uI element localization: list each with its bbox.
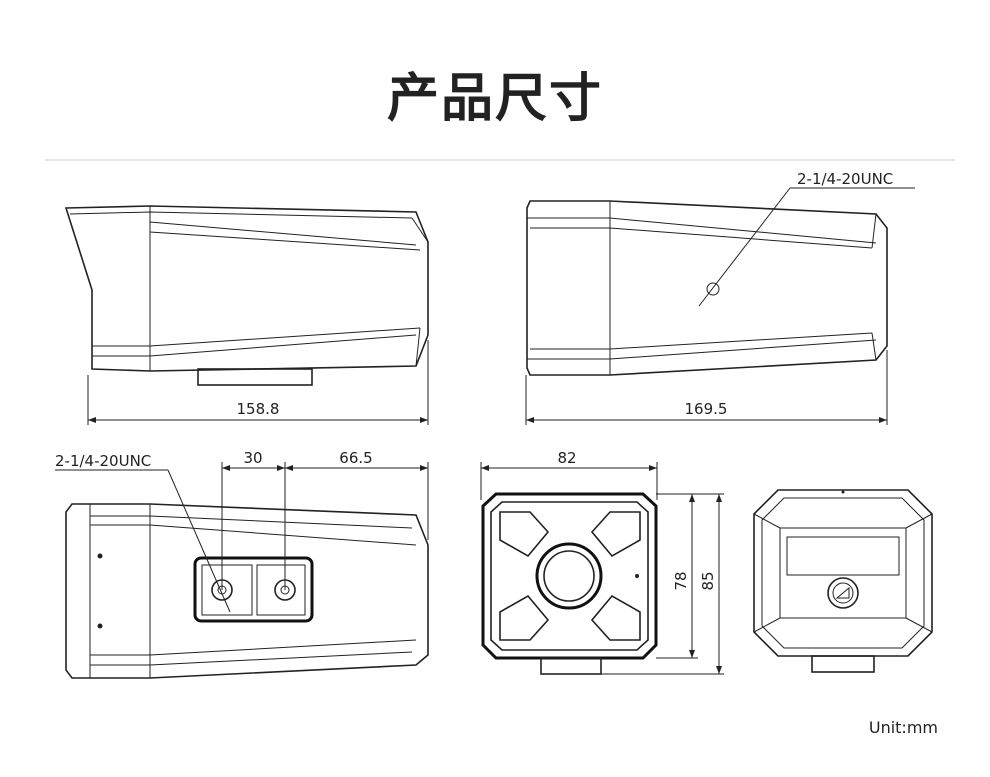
dim-side-length: 158.8 xyxy=(237,400,280,418)
dim-front-height-a: 78 xyxy=(672,571,690,590)
unit-label: Unit:mm xyxy=(868,718,938,737)
dim-front-height-b: 85 xyxy=(699,571,717,590)
side-view: 158.8 xyxy=(64,205,429,425)
thread-label-bottom: 2-1/4-20UNC xyxy=(55,452,151,470)
dim-top-length: 169.5 xyxy=(685,400,728,418)
bottom-view: 2-1/4-20UNC 30 66.5 xyxy=(55,449,429,679)
thread-label-top: 2-1/4-20UNC xyxy=(797,170,893,188)
page-title: 产品尺寸 xyxy=(386,69,603,129)
rear-view xyxy=(753,489,933,673)
top-view: 2-1/4-20UNC 169.5 xyxy=(525,170,915,425)
dim-bottom-gap-a: 30 xyxy=(243,449,262,467)
dim-front-width: 82 xyxy=(557,449,576,467)
dim-bottom-gap-b: 66.5 xyxy=(339,449,372,467)
front-view: 82 78 85 xyxy=(480,449,724,675)
